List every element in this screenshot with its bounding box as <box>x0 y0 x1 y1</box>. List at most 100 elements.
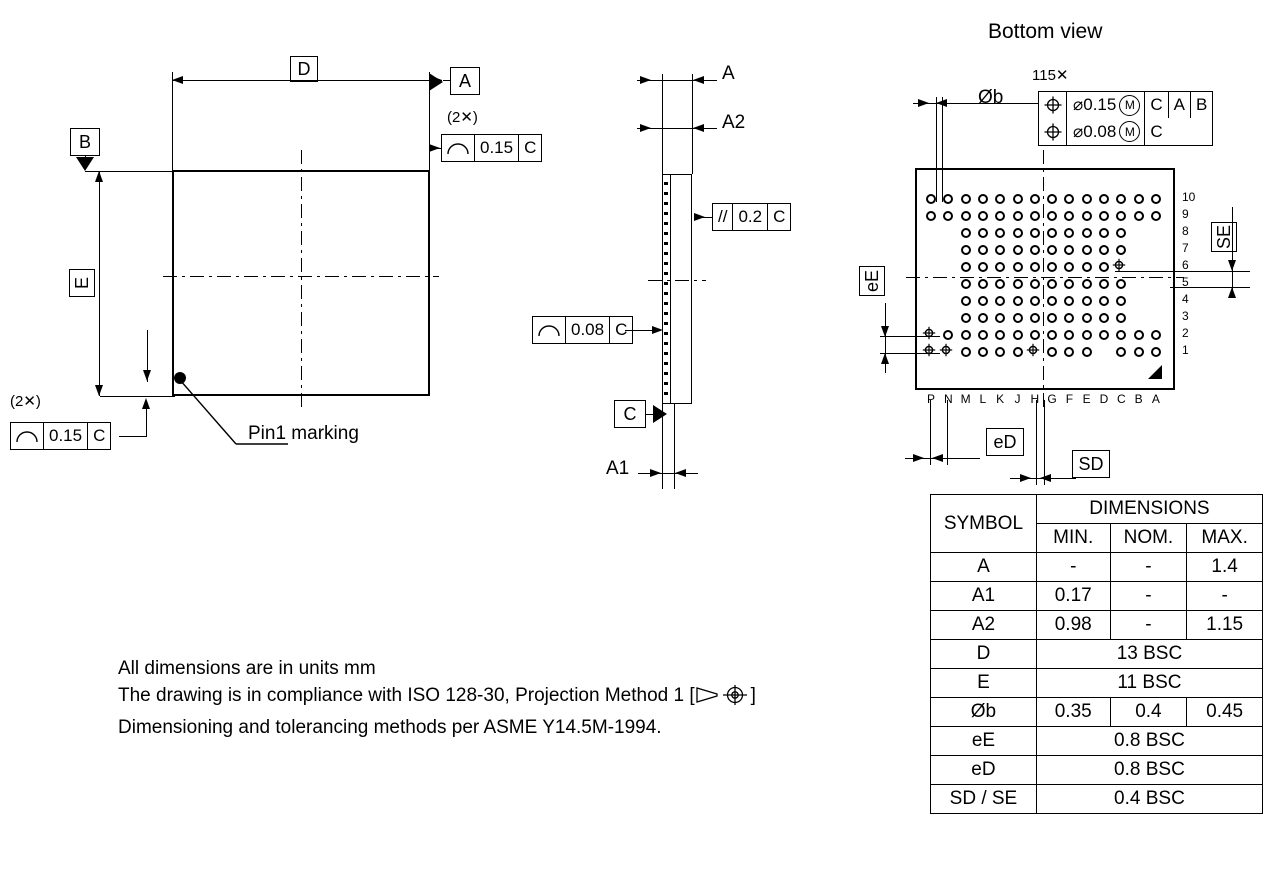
ball-target-datum <box>922 326 936 340</box>
ball-pad <box>1116 330 1127 340</box>
ball-pad <box>960 245 971 255</box>
table-cell-symbol: A <box>930 552 1037 582</box>
ball-row-side-view <box>664 182 668 395</box>
dim-arrow-eE-top <box>881 326 889 337</box>
ball-pad <box>995 211 1006 221</box>
row-label: 2 <box>1182 326 1189 340</box>
ball-pad <box>995 228 1006 238</box>
dim-label-D-text: D <box>297 58 311 79</box>
table-cell-value-span: 0.8 BSC <box>1035 755 1264 785</box>
ext-arrow-bottom-left <box>143 370 151 381</box>
ball-pad <box>1116 211 1127 221</box>
ball-pad <box>1064 296 1075 306</box>
ball-pad <box>977 228 988 238</box>
table-header-nom: NOM. <box>1109 523 1188 553</box>
dim-label-SD: SD <box>1072 450 1110 478</box>
ball-pad <box>995 347 1006 357</box>
ball-pad <box>1047 296 1058 306</box>
ext-line-eD-right <box>947 400 948 465</box>
dim-label-A: A <box>722 63 735 84</box>
ball-pad <box>1116 245 1127 255</box>
column-label: N <box>943 392 953 406</box>
note-line-1: All dimensions are in units mm <box>118 658 376 679</box>
table-cell-value-span: 13 BSC <box>1035 639 1264 669</box>
ball-pad <box>1029 279 1040 289</box>
datum-B-triangle <box>76 157 94 171</box>
table-header-symbol: SYMBOL <box>930 494 1037 553</box>
ball-pad <box>1012 279 1023 289</box>
qty-2x-top: (2✕) <box>447 109 478 126</box>
ball-pad <box>1012 228 1023 238</box>
datum-A-triangle <box>429 73 443 91</box>
centerline-side-view <box>648 280 706 281</box>
eE-leader-into-grid-upper <box>928 336 940 337</box>
ball-pad <box>943 330 954 340</box>
ball-pad <box>1081 279 1092 289</box>
ext-line-eE-bottom <box>880 353 940 354</box>
table-cell-nom: - <box>1109 552 1188 582</box>
ball-pad <box>1029 194 1040 204</box>
ball-pad <box>1047 211 1058 221</box>
ball-pad <box>1081 347 1092 357</box>
note-line-2: The drawing is in compliance with ISO 12… <box>118 683 756 715</box>
column-label: K <box>996 392 1005 406</box>
fcf-bottom-arrow <box>142 398 150 409</box>
projection-method-1-icon <box>695 684 751 715</box>
table-cell-symbol: eD <box>930 755 1037 785</box>
table-cell-max: 1.4 <box>1186 552 1263 582</box>
ball-pad <box>977 262 988 272</box>
ball-pad <box>1150 211 1161 221</box>
ball-pad <box>1047 330 1058 340</box>
position-symbol-icon-2 <box>1039 118 1067 145</box>
fcf-bottom-tolerance: 0.15 <box>44 423 89 449</box>
column-label: A <box>1151 392 1160 406</box>
ball-pad <box>960 296 971 306</box>
dim-line-A1 <box>638 473 698 474</box>
column-label: F <box>1065 392 1074 406</box>
ball-pad <box>995 330 1006 340</box>
dim-label-eD: eD <box>986 428 1024 456</box>
table-row: A--1.4 <box>930 552 1263 582</box>
column-label: G <box>1047 392 1057 406</box>
ball-pad <box>1047 279 1058 289</box>
fcf-bottom-datum: C <box>93 426 106 445</box>
ball-pad <box>1099 228 1109 238</box>
dim-label-D: D <box>290 56 318 82</box>
ball-pad <box>1012 262 1023 272</box>
dim-label-Ob: Øb <box>978 87 1004 108</box>
ball-pad <box>960 228 971 238</box>
ball-pad <box>1133 330 1144 340</box>
datum-C-text: C <box>623 403 637 424</box>
table-cell-symbol: SD / SE <box>930 784 1037 814</box>
ball-pad <box>1029 262 1040 272</box>
column-label: H <box>1030 392 1040 406</box>
ball-pad <box>1029 211 1040 221</box>
fcf-profile-side-leader <box>625 330 655 331</box>
fcf-position-row-2-modifier: M <box>1124 124 1135 139</box>
fcf-position-row-2: ⌀0.08 M C <box>1038 118 1214 146</box>
dim-arrow-SD-right <box>1040 474 1051 482</box>
ball-pad <box>1099 262 1109 272</box>
column-label: E <box>1082 392 1091 406</box>
fcf-profile-side-tolerance: 0.08 <box>566 317 611 343</box>
table-cell-nom: - <box>1109 610 1188 640</box>
ball-pad <box>995 279 1006 289</box>
ball-pad <box>1081 296 1092 306</box>
ball-pad <box>1064 194 1075 204</box>
ext-line-eE-top <box>880 336 940 337</box>
ball-pad <box>1116 347 1127 357</box>
fcf-position-row-2-datum-1: C <box>1150 121 1163 141</box>
ball-pad <box>977 296 988 306</box>
table-cell-max: 0.45 <box>1186 697 1263 727</box>
dim-label-SD-text: SD <box>1078 453 1104 474</box>
row-label: 8 <box>1182 224 1189 238</box>
package-body-side-inner-line <box>670 175 671 403</box>
ball-target-datum <box>940 343 953 357</box>
fcf-top-leader <box>429 148 441 149</box>
column-label: C <box>1116 392 1126 406</box>
ball-pad <box>977 279 988 289</box>
dim-line-SE <box>1232 207 1233 297</box>
fcf-parallel-arrow <box>694 213 705 221</box>
ball-pad <box>1081 228 1092 238</box>
